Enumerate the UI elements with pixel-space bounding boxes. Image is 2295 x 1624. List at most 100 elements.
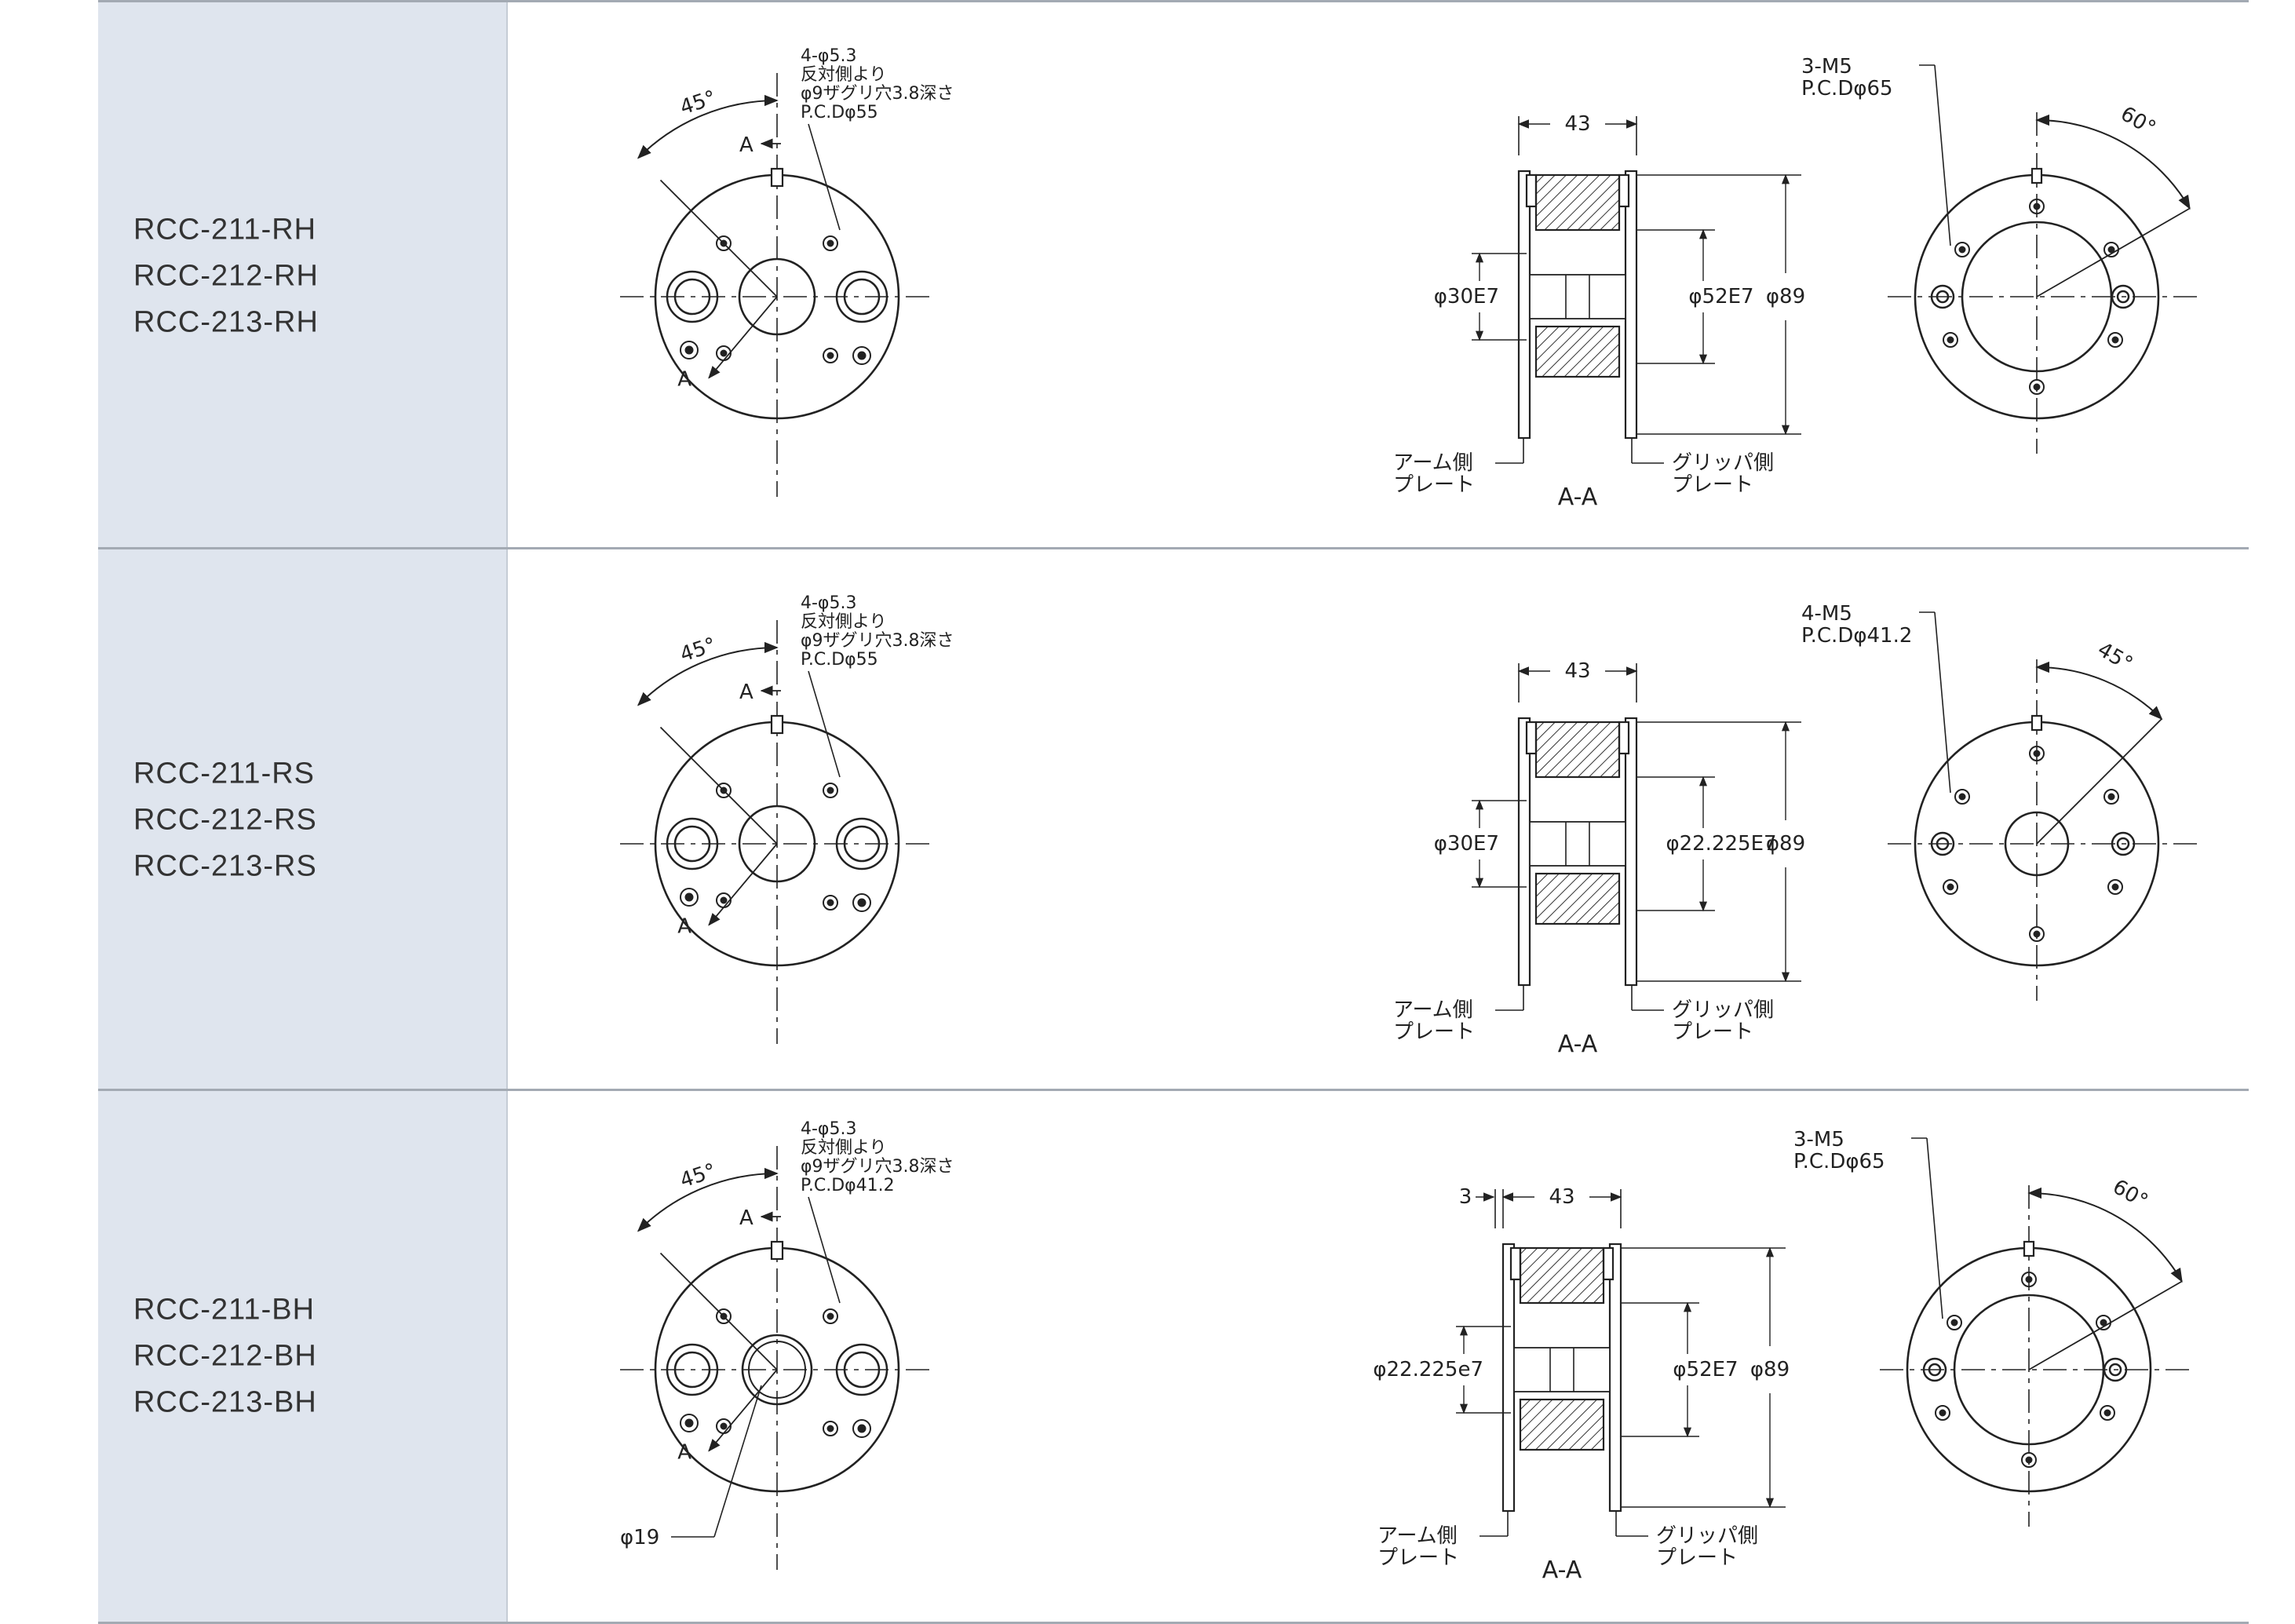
dim-text: φ52E7 [1673,1358,1738,1381]
thread-note: P.C.Dφ65 [1793,1150,1885,1173]
center-bore [738,257,816,336]
elastomer-pad [1534,325,1621,378]
dim-text: φ22.225E7 [1666,832,1776,856]
angle-label: 45° [677,1159,719,1193]
model-name: RCC-212-BH [133,1339,317,1373]
model-name: RCC-211-RS [133,757,316,790]
dim-text: φ89 [1766,285,1805,308]
pin-hole-outer [1922,1357,1947,1382]
bolt-hole [852,346,871,365]
arm-plate-label: アーム側 [1377,1524,1458,1548]
arm-plate [1501,1243,1516,1513]
pin-hole-inner [1928,1363,1942,1377]
leader-line [659,1252,778,1370]
bolt-hole-core [2033,930,2041,938]
center-bore [2004,811,2070,877]
bolt-hole [823,783,838,798]
leader-line [1926,1137,1943,1319]
bolt-hole-core [1939,1409,1947,1417]
hole-note: P.C.Dφ55 [801,103,878,122]
pin-hole-inner [673,1351,711,1389]
bolt-hole-core [826,1312,834,1320]
bolt-hole [680,1414,699,1432]
bolt-hole-core [2103,1409,2111,1417]
gripper-plate [1608,1243,1622,1513]
gripper-plate [1624,717,1638,987]
elastomer-pad [1519,1246,1605,1305]
pin-hole-inner [673,825,711,863]
pin-hole-outer [835,817,888,870]
section-line [708,296,778,379]
model-name: RCC-213-RS [133,849,317,883]
section-label: A [739,1206,753,1230]
hole-note: 4-φ5.3 [801,46,856,66]
dim-text: φ52E7 [1688,285,1753,308]
section-line [708,843,778,926]
angle-label: 45° [677,86,719,120]
thread-note: P.C.Dφ65 [1801,77,1893,100]
bolt-hole [2021,1452,2037,1468]
bolt-hole [852,893,871,912]
bolt-hole-core [2025,1275,2033,1283]
bolt-hole [2107,332,2123,348]
dim-text: 43 [1549,1185,1574,1209]
model-cell: RCC-211-RS RCC-212-RS RCC-213-RS [98,549,508,1091]
bolt-hole [680,341,699,359]
leader-line [1934,64,1951,246]
arm-plate-label: プレート [1393,1020,1475,1044]
model-list: RCC-211-RH RCC-212-RH RCC-213-RH [133,206,319,345]
index-pin [770,1240,784,1261]
bolt-hole-core [720,896,728,904]
bolt-hole [2029,379,2045,395]
pin-hole-outer [2111,284,2136,309]
section-label: A [739,133,753,157]
pin-hole-outer [835,1343,888,1396]
bolt-hole [1943,332,1958,348]
bolt-hole [1954,242,1970,257]
gripper-plate-label: グリッパ側 [1672,998,1774,1022]
pin-hole-outer [1930,831,1955,856]
bolt-hole-core [2100,1319,2107,1327]
leader-line [659,179,778,297]
bolt-hole [2029,746,2045,761]
dim-text: 43 [1564,112,1590,136]
bolt-hole [1935,1405,1950,1421]
hole-note: 反対側より [801,1138,887,1158]
bolt-hole-core [1958,793,1966,801]
model-list: RCC-211-RS RCC-212-RS RCC-213-RS [133,751,317,890]
section-label: A [677,1440,691,1464]
thread-note: 3-M5 [1801,55,1852,78]
gripper-plate-label: プレート [1656,1546,1738,1570]
leader-line [808,123,841,231]
center-bore-inner [748,1341,806,1399]
bolt-hole-core [857,351,867,360]
leader-line [808,1196,841,1304]
leader-line [808,670,841,778]
back-view: 45°4-M5P.C.Dφ41.2 [1801,602,2202,1001]
center-bore [738,805,816,883]
hole-note: φ9ザグリ穴3.8深さ [801,631,954,651]
angle-line [2036,207,2191,297]
angle-arc [637,94,779,159]
section-label: A [739,681,753,704]
gripper-plate-label: グリッパ側 [1656,1524,1758,1548]
dim-text: φ22.225e7 [1373,1358,1483,1381]
bolt-hole [823,348,838,363]
bolt-hole [2107,879,2123,895]
angle-line [2028,1280,2183,1370]
bolt-hole [716,1308,732,1324]
bolt-hole-core [684,345,694,355]
pin-hole-outer [2111,831,2136,856]
angle-arc [637,1167,779,1232]
thread-note: 3-M5 [1793,1128,1844,1151]
bolt-hole-core [826,352,834,359]
bolt-hole-core [826,899,834,907]
dim-text: φ30E7 [1434,832,1499,856]
gripper-plate-label: プレート [1672,473,1753,497]
angle-label: 45° [2093,638,2136,677]
bolt-hole-core [2107,793,2115,801]
bolt-hole-core [1958,246,1966,254]
dim-text: φ89 [1750,1358,1790,1381]
